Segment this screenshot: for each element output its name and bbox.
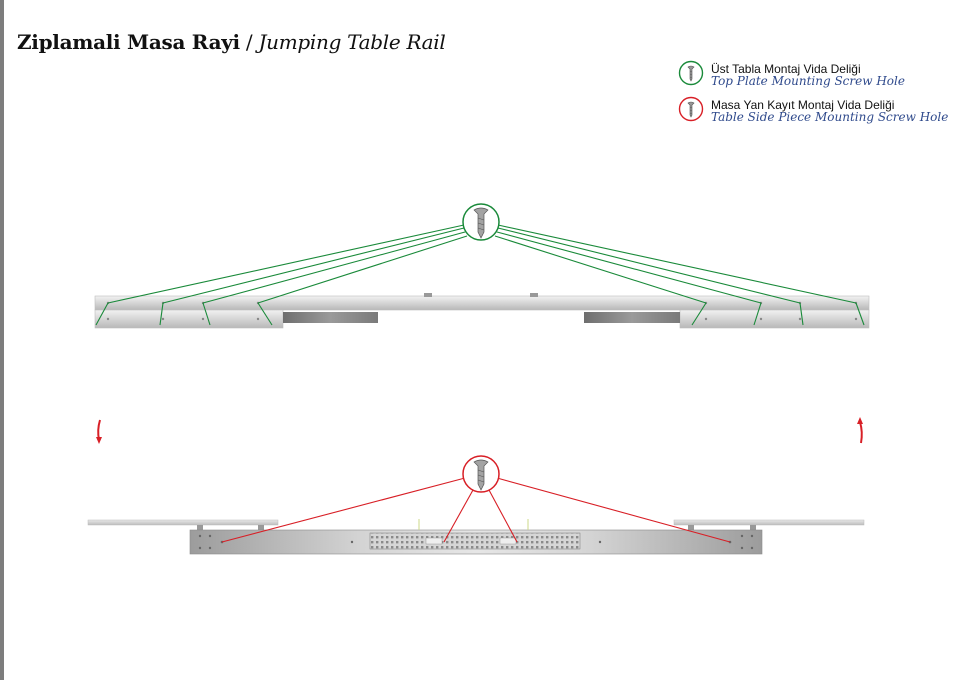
side-piece-leader-lines bbox=[221, 477, 731, 543]
legend-top-plate-label-en: Top Plate Mounting Screw Hole bbox=[711, 74, 905, 88]
title-english: Jumping Table Rail bbox=[258, 30, 446, 54]
top-rail-bar bbox=[94, 295, 870, 311]
bottom-screw-callout bbox=[462, 455, 500, 493]
title-separator: / bbox=[245, 30, 253, 54]
top-rail-clip-left bbox=[424, 293, 432, 297]
page-left-rule bbox=[0, 0, 4, 680]
legend-side-piece-label-en: Table Side Piece Mounting Screw Hole bbox=[711, 110, 949, 124]
bottom-plate-brackets bbox=[197, 525, 756, 530]
bottom-rail-pins bbox=[418, 519, 529, 530]
top-callout-screw-icon bbox=[473, 207, 489, 239]
bottom-rail bbox=[87, 519, 865, 555]
bottom-rail-center-grid bbox=[369, 532, 581, 550]
green-screw-icon bbox=[678, 60, 704, 86]
top-rail-clip-right bbox=[530, 293, 538, 297]
bottom-left-plate bbox=[87, 519, 279, 526]
red-screw-icon bbox=[678, 96, 704, 122]
legend-top-plate-label-tr: Üst Tabla Montaj Vida Deliği bbox=[711, 62, 861, 76]
top-rail-right-slider bbox=[584, 312, 680, 323]
rotate-right-arrow-icon bbox=[859, 421, 863, 444]
legend-side-piece-label-tr: Masa Yan Kayıt Montaj Vida Deliği bbox=[711, 98, 895, 112]
bottom-callout-screw-icon bbox=[473, 459, 489, 491]
bottom-rail-holes bbox=[198, 534, 754, 550]
title-turkish: Ziplamali Masa Rayi bbox=[17, 30, 240, 54]
rotation-arrows bbox=[96, 417, 863, 444]
top-rail bbox=[94, 293, 870, 329]
top-plate-leader-lines bbox=[95, 224, 865, 326]
bottom-right-plate bbox=[673, 519, 865, 526]
top-rail-left-segment bbox=[94, 309, 284, 329]
top-rail-right-segment bbox=[679, 309, 870, 329]
top-rail-left-slider bbox=[283, 312, 378, 323]
page-title: Ziplamali Masa Rayi / Jumping Table Rail bbox=[17, 30, 446, 54]
top-screw-callout bbox=[462, 203, 500, 241]
